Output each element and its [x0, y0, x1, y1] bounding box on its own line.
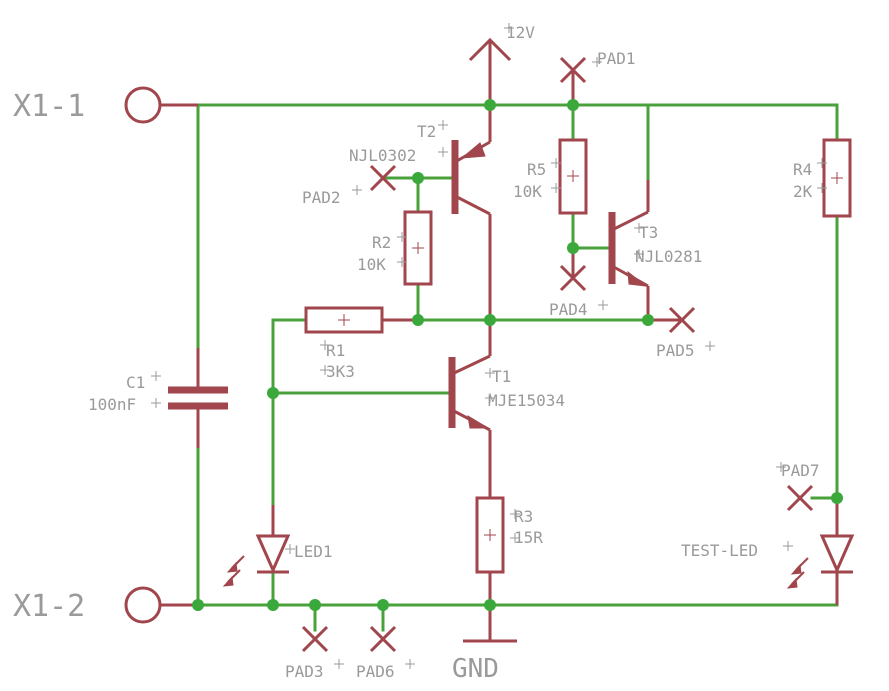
origin-marks [151, 23, 827, 669]
r5-body[interactable] [558, 138, 588, 215]
junction-pad7 [831, 492, 843, 504]
t1-name-label: T1 [492, 367, 511, 386]
labels: X1-1 X1-2 12V GND PAD1 PAD2 PAD4 PAD5 PA… [13, 23, 820, 684]
gnd-label: GND [452, 654, 499, 684]
pad3-label: PAD3 [285, 662, 324, 681]
t3-arrow [627, 270, 648, 287]
pad3-mark[interactable] [301, 625, 329, 653]
pad5-label: PAD5 [656, 341, 695, 360]
t1-arrow [467, 415, 490, 429]
t3-value-label: NJL0281 [635, 247, 702, 266]
r4-body[interactable] [822, 138, 852, 218]
connector-x1-1-ring[interactable] [124, 86, 162, 124]
t2-arrow [460, 142, 486, 159]
junction-bottom-gnd [484, 599, 496, 611]
r4-name-label: R4 [793, 160, 812, 179]
junction-bottom-c1 [192, 599, 204, 611]
junction-bottom-pad6 [377, 599, 389, 611]
c1-name-label: C1 [126, 373, 145, 392]
junction-t2-base [412, 172, 424, 184]
junction-top-r5 [567, 99, 579, 111]
t2-lower [454, 194, 491, 216]
pad4-mark[interactable] [559, 248, 587, 292]
r4-value-label: 2K [793, 182, 813, 201]
test-led-label: TEST-LED [681, 541, 758, 560]
pad6-mark[interactable] [369, 625, 397, 653]
components [124, 37, 855, 653]
pad2-mark[interactable] [369, 164, 397, 192]
r2-name-label: R2 [372, 233, 391, 252]
t2-value-label: NJL0302 [349, 146, 416, 165]
pad1-label: PAD1 [597, 49, 636, 68]
pad2-label: PAD2 [302, 188, 341, 207]
pad7-mark[interactable] [786, 484, 814, 512]
test-led-triangle[interactable] [819, 534, 855, 574]
junction-mid-t3 [642, 314, 654, 326]
junction-t1-base [267, 387, 279, 399]
pad4-label: PAD4 [549, 300, 588, 319]
pad6-label: PAD6 [356, 662, 395, 681]
junction-bottom-pad3 [309, 599, 321, 611]
t3-upper [611, 210, 649, 232]
led1-label: LED1 [294, 542, 333, 561]
r3-value-label: 15R [514, 528, 543, 547]
t1-upper [451, 354, 491, 376]
led1-ray-1-head [226, 561, 238, 573]
test-led-ray-1-head [790, 563, 802, 575]
t2-name-label: T2 [417, 122, 436, 141]
r2-value-label: 10K [357, 255, 386, 274]
vcc-label: 12V [506, 23, 535, 42]
pad1-mark[interactable] [559, 56, 587, 105]
r1-value-label: 3K3 [326, 362, 355, 381]
connector-x1-2-label: X1-2 [13, 589, 85, 624]
junction-mid-r2 [412, 314, 424, 326]
vcc-arrow-head [468, 37, 512, 62]
junctions [192, 99, 843, 611]
r1-name-label: R1 [326, 341, 345, 360]
r5-name-label: R5 [527, 160, 546, 179]
test-led-ray-2-head [786, 577, 798, 589]
junction-t3-base [567, 242, 579, 254]
r2-body[interactable] [403, 210, 433, 286]
junction-mid-t2 [484, 314, 496, 326]
junction-top-vcc [484, 99, 496, 111]
pad7-label: PAD7 [781, 461, 820, 480]
led1-ray-2-head [222, 575, 234, 587]
t3-name-label: T3 [639, 223, 658, 242]
t1-value-label: MJE15034 [488, 391, 565, 410]
connector-x1-2-ring[interactable] [124, 586, 162, 624]
connector-x1-1-label: X1-1 [13, 89, 85, 124]
led1-triangle[interactable] [255, 534, 291, 574]
pad5-mark[interactable] [648, 306, 696, 334]
r3-name-label: R3 [514, 507, 533, 526]
junction-bottom-led1 [267, 599, 279, 611]
c1-value-label: 100nF [88, 395, 136, 414]
r5-value-label: 10K [513, 182, 542, 201]
